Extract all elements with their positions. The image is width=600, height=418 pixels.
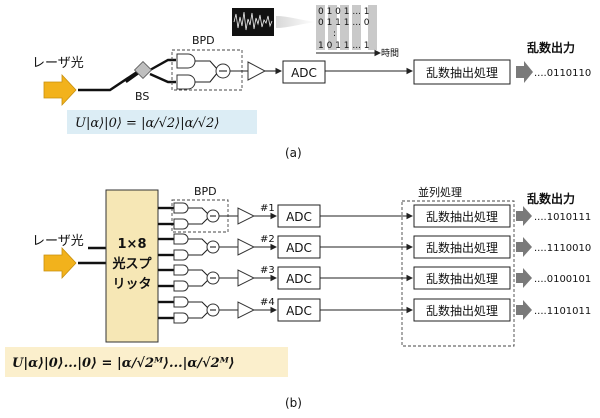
photodiode-a2 (176, 74, 196, 90)
equation-a: U|α⟩|0⟩ = |α/√2⟩|α/√2⟩ (75, 116, 219, 131)
bpd-wire-a (195, 60, 219, 83)
splitter-line-3: リッタ (112, 277, 151, 292)
fiber-lower-a (149, 72, 176, 84)
photodiode-3b (173, 280, 189, 292)
output-arrow-a (516, 61, 533, 83)
amplifier-4 (237, 301, 256, 319)
laser-label-b: レーザ光 (32, 234, 84, 249)
output-title-a: 乱数出力 (527, 40, 575, 55)
equation-box-b (5, 347, 288, 377)
output-value-4: ....1101011 (534, 306, 591, 317)
equation-box-a (67, 110, 257, 134)
caption-b: (b) (285, 396, 302, 410)
laser-arrow-b (43, 246, 77, 280)
bit-row-3: : (333, 29, 336, 39)
bpd-box-a (171, 49, 243, 91)
output-value-a: ....0110110 (534, 68, 591, 79)
processor-box-1 (413, 204, 511, 228)
fiber-input-a (78, 69, 141, 92)
bit-row-2: 0 1 1 1 ... 0 (318, 18, 370, 28)
bpd-label-b: BPD (194, 185, 217, 198)
processor-label-2: 乱数抽出処理 (426, 240, 498, 255)
output-arrow-3 (516, 268, 532, 288)
adc-label-4: ADC (286, 304, 312, 318)
adc-label-1: ADC (286, 210, 312, 224)
caption-a: (a) (285, 146, 302, 160)
processor-box-a (413, 59, 511, 85)
channel-id-2: #2 (260, 234, 275, 245)
splitter-line-2: 光スプ (111, 256, 152, 272)
amplifier-3 (237, 269, 256, 287)
adc-label-a: ADC (291, 66, 317, 80)
photodiode-2a (173, 233, 189, 245)
laser-label-a: レーザ光 (32, 56, 84, 71)
processor-label-a: 乱数抽出処理 (426, 65, 498, 80)
output-value-2: ....1110010 (534, 243, 591, 254)
channel-id-1: #1 (260, 203, 275, 214)
adc-label-3: ADC (286, 272, 312, 286)
output-arrow-4 (516, 300, 532, 320)
beam-splitter-a (133, 60, 153, 80)
bit-row-4: 1 0 1 1 ... 1 (318, 41, 370, 51)
processor-label-3: 乱数抽出処理 (426, 271, 498, 286)
amplifier-2 (237, 238, 256, 256)
photodiode-1a (173, 202, 189, 214)
output-value-3: ....0100101 (534, 274, 591, 285)
time-label: 時間 (381, 48, 399, 59)
photodiode-3a (173, 264, 189, 276)
channel-id-4: #4 (260, 297, 275, 308)
output-title-b: 乱数出力 (527, 191, 575, 206)
panel-a: レーザ光 BS BPD ADC (32, 5, 591, 160)
adc-label-2: ADC (286, 241, 312, 255)
adc-box-a (282, 60, 326, 84)
fiber-upper-a (149, 58, 176, 72)
processor-box-3 (413, 266, 511, 290)
bit-table: 0 1 0 1 ... 1 0 1 1 1 ... 0 : 1 0 1 1 ..… (316, 5, 399, 59)
bs-label-a: BS (135, 90, 149, 103)
parallel-label: 並列処理 (418, 185, 462, 199)
amplifier-a (247, 61, 267, 81)
processor-label-4: 乱数抽出処理 (426, 303, 498, 318)
bpd-label-a: BPD (192, 34, 215, 47)
channel-id-3: #3 (260, 265, 275, 276)
amplifier-1 (237, 207, 256, 225)
splitter-box (105, 189, 159, 343)
photodiode-2b (173, 249, 189, 261)
photodiode-4a (173, 296, 189, 308)
processor-label-1: 乱数抽出処理 (426, 209, 498, 224)
photodiode-4b (173, 312, 189, 324)
photodiode-1b (173, 218, 189, 230)
equation-b: U|α⟩|0⟩...|0⟩ = |α/√2ᴹ⟩...|α/√2ᴹ⟩ (12, 356, 235, 371)
processor-box-2 (413, 235, 511, 259)
output-value-1: ....1010111 (534, 212, 591, 223)
output-arrow-1 (516, 206, 532, 226)
laser-arrow-a (43, 73, 77, 107)
noise-spread (276, 16, 316, 28)
photodiode-a1 (176, 53, 196, 69)
processor-box-4 (413, 298, 511, 322)
bit-row-1: 0 1 0 1 ... 1 (318, 7, 370, 17)
output-arrow-2 (516, 237, 532, 257)
splitter-line-1: 1×8 (118, 237, 147, 252)
parallel-box (401, 200, 515, 347)
